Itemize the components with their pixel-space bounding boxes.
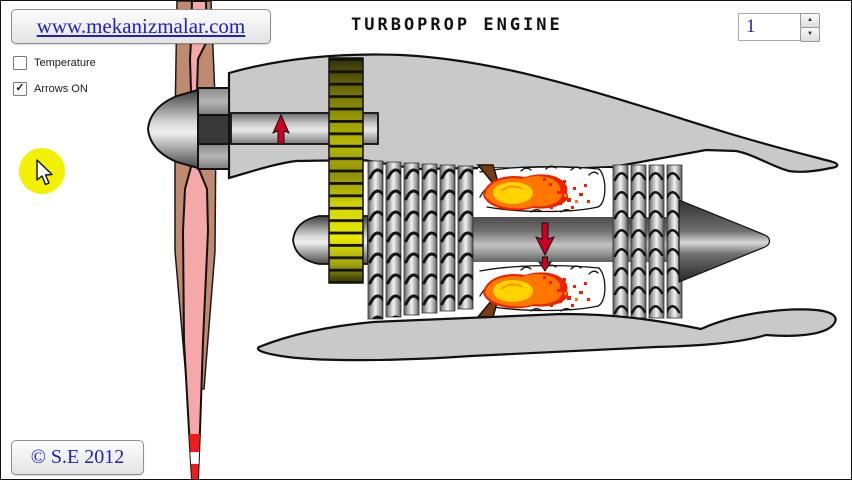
center-shaft	[471, 217, 679, 262]
arrows-on-checkbox[interactable]: ✓	[13, 82, 27, 96]
arrows-checkbox-row: ✓ Arrows ON	[13, 82, 88, 96]
arrows-on-label: Arrows ON	[34, 83, 88, 95]
site-link-label: www.mekanizmalar.com	[36, 14, 246, 38]
mouse-cursor-icon	[36, 159, 53, 186]
chevron-down-icon: ▼	[807, 31, 813, 37]
propeller-tip-stripes	[183, 434, 213, 479]
stepper-up-button[interactable]: ▲	[800, 13, 820, 28]
stepper-value-field[interactable]: 1	[738, 13, 808, 41]
temperature-label: Temperature	[34, 57, 96, 69]
frame-stepper: 1 ▲ ▼	[738, 13, 820, 42]
checkmark-icon: ✓	[15, 82, 25, 94]
page-title: TURBOPROP ENGINE	[351, 15, 563, 35]
upper-nacelle-cowl	[227, 53, 839, 180]
front-shaft-flow-arrow	[272, 113, 290, 145]
center-shaft-flow-arrow-small	[537, 256, 553, 272]
copyright-button[interactable]: © S.E 2012	[11, 440, 144, 475]
chevron-up-icon: ▲	[807, 17, 813, 23]
copyright-label: © S.E 2012	[30, 446, 125, 468]
gearbox-band	[328, 57, 364, 284]
spinner-cone	[146, 87, 230, 170]
stepper-down-button[interactable]: ▼	[800, 27, 820, 42]
compressor-stages	[367, 160, 474, 320]
exhaust-cone	[678, 199, 771, 283]
center-shaft-flow-arrow	[535, 222, 555, 257]
turbine-stages	[612, 164, 683, 319]
flame-top	[483, 174, 590, 211]
lower-nacelle-cowl	[256, 308, 837, 362]
site-link-button[interactable]: www.mekanizmalar.com	[11, 9, 271, 44]
temperature-checkbox-row: Temperature	[13, 56, 96, 70]
temperature-checkbox[interactable]	[13, 56, 27, 70]
